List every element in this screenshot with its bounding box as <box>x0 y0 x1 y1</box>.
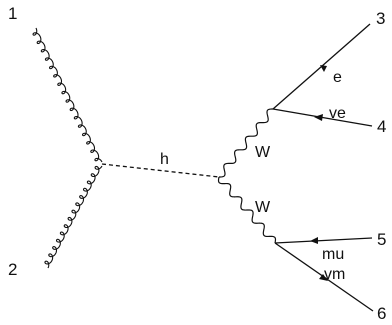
vm-label: vm <box>324 266 345 283</box>
mu-label: mu <box>322 246 344 263</box>
w-upper-label: W <box>255 144 271 161</box>
arrow-vm <box>319 274 328 281</box>
leg-label-5: 5 <box>377 230 386 249</box>
e-label: e <box>333 69 342 86</box>
leg-label-3: 3 <box>376 9 385 28</box>
higgs-propagator <box>101 163 220 178</box>
arrow-mu <box>310 237 318 244</box>
arrow-ve <box>314 114 323 121</box>
higgs-label: h <box>160 151 169 168</box>
leg-label-4: 4 <box>377 117 386 136</box>
fermion-line-mu <box>274 237 373 244</box>
leg-label-2: 2 <box>8 260 17 279</box>
w-lower-label: W <box>255 199 271 216</box>
gluon-line-1 <box>32 27 103 163</box>
gluon-line-2 <box>44 165 103 269</box>
leg-label-6: 6 <box>377 304 386 323</box>
w-line-lower <box>217 176 277 244</box>
ve-label: ve <box>329 105 346 122</box>
leg-label-1: 1 <box>8 4 17 23</box>
arrow-e <box>320 65 327 72</box>
w-line-upper <box>219 108 273 178</box>
